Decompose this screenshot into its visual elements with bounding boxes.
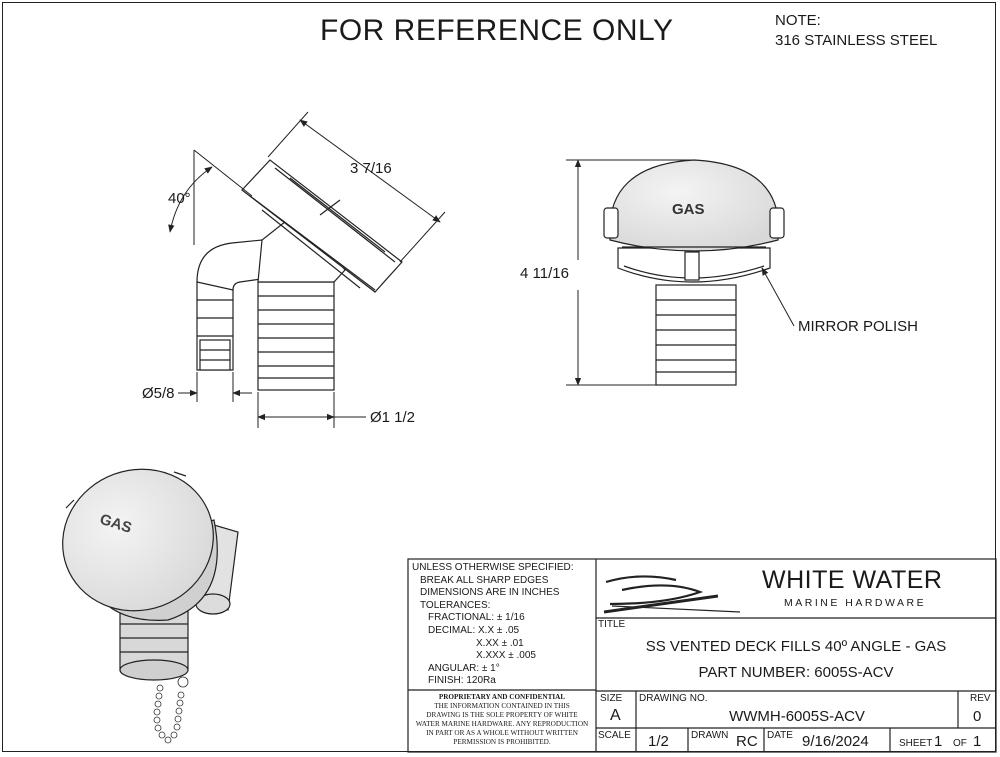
spec-line: FRACTIONAL: ± 1/16 [428, 612, 525, 624]
date-label: DATE [767, 730, 793, 741]
proprietary-line: THE INFORMATION CONTAINED IN THIS [434, 702, 570, 710]
spec-line: DECIMAL: X.X ± .05 [428, 624, 520, 636]
proprietary-line: DRAWING IS THE SOLE PROPERTY OF WHITE [426, 711, 578, 719]
proprietary-line: WATER MARINE HARDWARE. ANY REPRODUCTION [415, 720, 589, 728]
title-label: TITLE [598, 619, 626, 630]
cap-label-front: GAS [672, 201, 705, 218]
side-dimensions [168, 111, 446, 428]
spec-line: FINISH: 120Ra [428, 675, 496, 687]
date-value: 9/16/2024 [802, 733, 869, 750]
spec-line: UNLESS OTHERWISE SPECIFIED: [412, 562, 574, 573]
proprietary-heading: PROPRIETARY AND CONFIDENTIAL [438, 693, 566, 701]
spec-line: DIMENSIONS ARE IN INCHES [420, 587, 560, 599]
reference-title: FOR REFERENCE ONLY [320, 14, 674, 47]
drawing-no-value: WWMH-6005S-ACV [729, 708, 865, 725]
dim-angle: 40° [168, 190, 191, 207]
of-label: OF [953, 738, 967, 749]
front-view [603, 159, 785, 386]
note-label: NOTE: [775, 12, 821, 29]
sheet-label: SHEET [899, 738, 933, 749]
of-value: 1 [973, 733, 982, 750]
drawing-no-label: DRAWING NO. [639, 693, 708, 704]
proprietary-notice: PROPRIETARY AND CONFIDENTIAL THE INFORMA… [410, 693, 594, 747]
proprietary-line: PERMISSION IS PROHIBITED. [453, 738, 551, 746]
drawn-value: RC [736, 733, 758, 750]
finish-callout: MIRROR POLISH [798, 318, 919, 335]
rev-label: REV [970, 693, 991, 704]
spec-notes: UNLESS OTHERWISE SPECIFIED: BREAK ALL SH… [412, 562, 574, 688]
dim-overall-length: 3 7/16 [350, 160, 392, 177]
spec-line: X.XX ± .01 [476, 637, 524, 649]
title-block-grid [407, 558, 997, 753]
spec-line: TOLERANCES: [420, 599, 491, 611]
size-label: SIZE [600, 693, 623, 704]
spec-line: X.XXX ± .005 [476, 650, 536, 662]
drawn-label: DRAWN [691, 730, 729, 741]
company-logo [603, 575, 741, 614]
company-name: WHITE WATER [762, 566, 943, 594]
scale-value: 1/2 [648, 733, 669, 750]
dim-hose-barb: Ø5/8 [142, 385, 175, 402]
isometric-view [62, 468, 239, 744]
front-dimensions [566, 159, 795, 386]
scale-label: SCALE [598, 730, 631, 741]
spec-line: ANGULAR: ± 1° [428, 662, 500, 674]
drawing-title: SS VENTED DECK FILLS 40º ANGLE - GAS [645, 638, 947, 655]
spec-line: BREAK ALL SHARP EDGES [420, 574, 549, 586]
side-view [196, 159, 403, 391]
proprietary-line: IN PART OR AS A WHOLE WITHOUT WRITTEN [426, 729, 578, 737]
sheet-value: 1 [934, 733, 943, 750]
part-number: PART NUMBER: 6005S-ACV [698, 664, 894, 681]
dim-height: 4 11/16 [520, 265, 569, 282]
size-value: A [610, 707, 621, 724]
rev-value: 0 [973, 708, 982, 725]
company-subtitle: MARINE HARDWARE [784, 597, 927, 609]
note-text: 316 STAINLESS STEEL [775, 32, 938, 49]
dim-thread: Ø1 1/2 [370, 409, 416, 426]
